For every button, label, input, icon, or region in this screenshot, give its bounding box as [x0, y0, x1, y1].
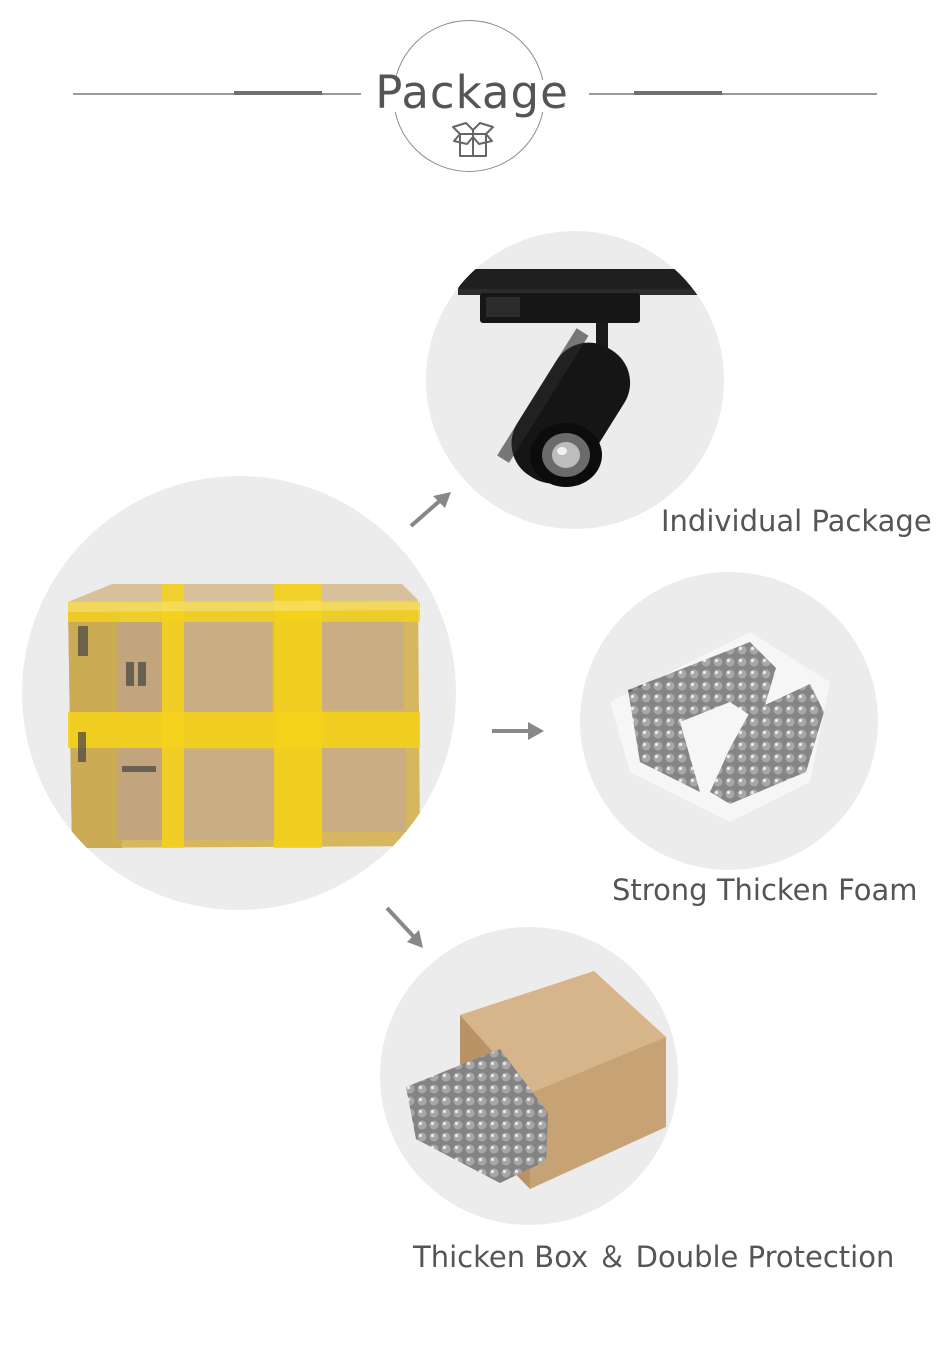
- main-carton-circle: [22, 476, 456, 910]
- header-line-right-accent: [634, 91, 722, 95]
- arrow-down-right-icon: [383, 904, 427, 954]
- header-line-right: [589, 93, 877, 95]
- individual-package-label: Individual Package: [661, 504, 932, 538]
- package-box-icon: [450, 120, 496, 164]
- header-line-left: [73, 93, 361, 95]
- arrow-right-icon: [490, 716, 546, 750]
- bubble-wrap-image: [610, 632, 830, 822]
- kraft-box-image: [406, 971, 666, 1189]
- thicken-box-label: Thicken Box ＆ Double Protection: [413, 1240, 895, 1274]
- yellow-taped-carton-image: [68, 584, 420, 848]
- track-spotlight-image: [458, 269, 712, 487]
- foam-circle: [580, 572, 878, 870]
- header-line-left-accent: [234, 91, 322, 95]
- foam-label: Strong Thicken Foam: [612, 873, 918, 907]
- page-title: Package: [375, 66, 569, 119]
- arrow-up-right-icon: [405, 488, 455, 536]
- header-ring-gap: [378, 80, 558, 112]
- thicken-box-circle: [380, 927, 678, 1225]
- individual-package-circle: [426, 231, 724, 529]
